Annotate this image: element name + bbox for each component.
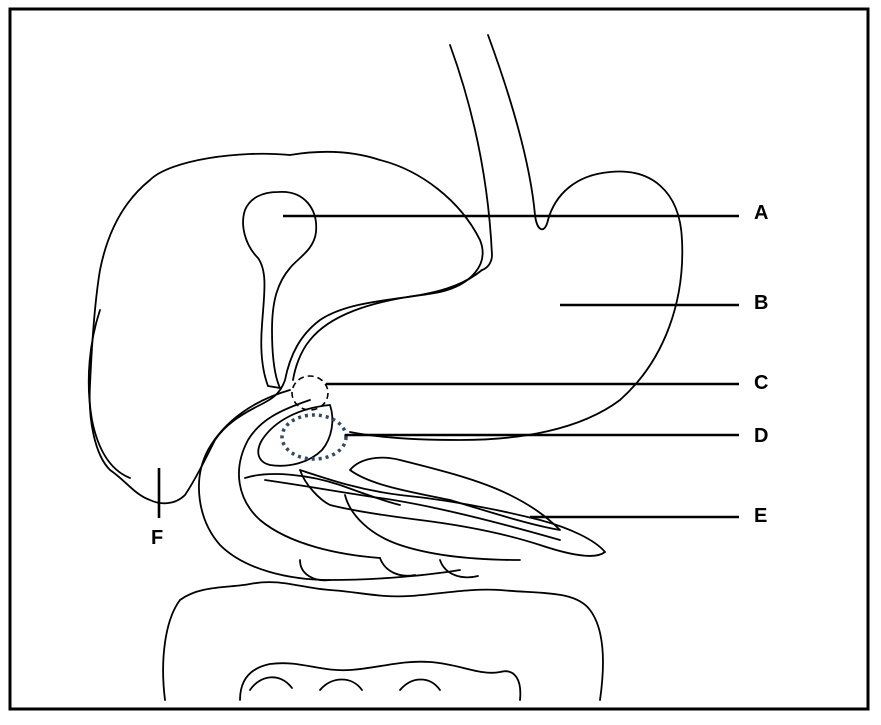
pancreas-lower-lobe: [244, 473, 521, 561]
intestines: [162, 581, 604, 701]
stomach: [292, 170, 684, 441]
esophagus-left: [449, 44, 493, 271]
pancreas-upper-lobe: [349, 456, 561, 531]
label-d: D: [754, 425, 768, 447]
pancreatic-duct: [264, 479, 561, 541]
esophagus-right: [487, 34, 549, 231]
liver-lobe-edge: [87, 309, 131, 479]
label-e: E: [754, 505, 767, 527]
diagram-border: [8, 7, 870, 711]
highlight-d: [280, 413, 348, 461]
intestines-inner: [239, 660, 522, 701]
label-c: C: [754, 372, 768, 394]
label-f: F: [151, 527, 163, 549]
label-b: B: [754, 292, 768, 314]
duodenum-inner: [257, 404, 334, 467]
highlight-c: [291, 375, 329, 411]
duodenum: [198, 389, 461, 581]
liver: [88, 150, 484, 505]
intestine-folds: [249, 557, 479, 691]
label-a: A: [754, 202, 768, 224]
gallbladder: [242, 191, 318, 389]
pancreas: [299, 469, 606, 557]
